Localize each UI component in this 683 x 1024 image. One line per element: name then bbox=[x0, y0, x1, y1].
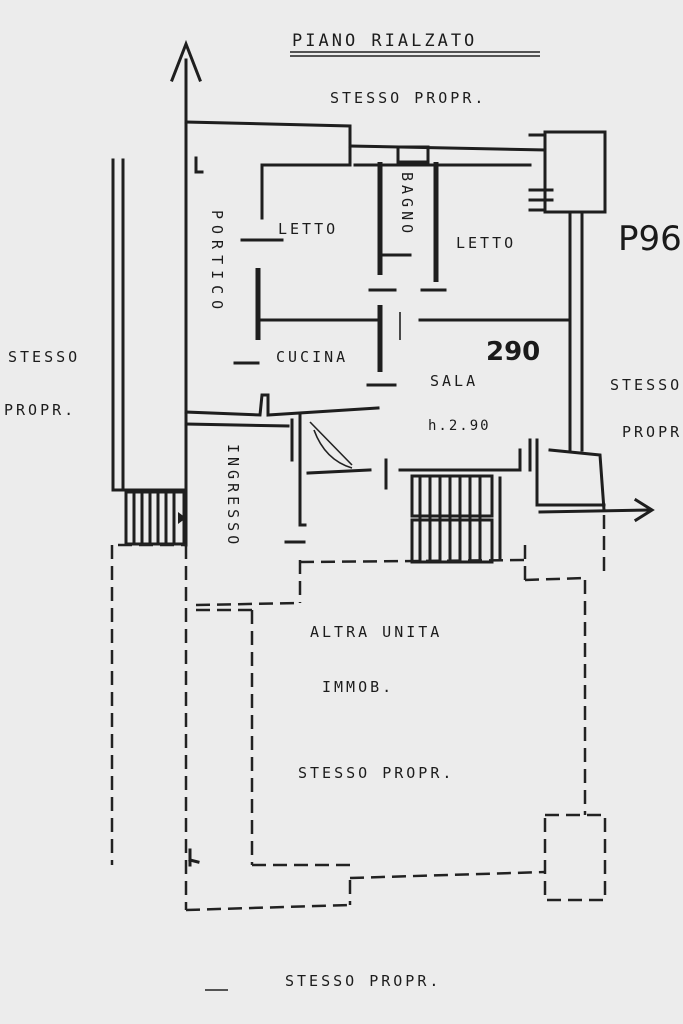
room-label-sala-height: h.2.90 bbox=[428, 418, 491, 434]
room-label-letto-1: LETTO bbox=[278, 220, 338, 238]
handwritten-height: 290 bbox=[486, 337, 540, 367]
staircase-left bbox=[124, 490, 186, 546]
apartment-walls bbox=[111, 120, 607, 547]
other-unit-label-1: ALTRA UNITA bbox=[310, 623, 442, 641]
other-unit-boundary bbox=[110, 515, 607, 912]
label-left-neighbour-2: PROPR. bbox=[4, 401, 76, 419]
room-label-bagno: BAGNO bbox=[398, 172, 416, 237]
plan-title: PIANO RIALZATO bbox=[292, 31, 477, 51]
label-top-neighbour: STESSO PROPR. bbox=[330, 89, 486, 107]
room-label-ingresso: INGRESSO bbox=[224, 444, 242, 548]
room-label-cucina: CUCINA bbox=[276, 348, 348, 366]
room-label-sala: SALA bbox=[430, 372, 478, 390]
other-unit-label-3: STESSO PROPR. bbox=[298, 764, 454, 782]
room-label-letto-2: LETTO bbox=[456, 234, 516, 252]
handwritten-mark: P96 bbox=[618, 219, 682, 259]
label-bottom-neighbour: STESSO PROPR. bbox=[285, 972, 441, 990]
label-left-neighbour-1: STESSO bbox=[8, 348, 80, 366]
arrow-right-icon bbox=[538, 497, 655, 523]
room-label-portico: PORTICO bbox=[208, 210, 226, 315]
arrow-up-icon bbox=[170, 39, 202, 422]
label-right-neighbour-2: PROPR. bbox=[622, 423, 683, 441]
staircase-right bbox=[410, 474, 502, 564]
other-unit-label-2: IMMOB. bbox=[322, 678, 394, 696]
label-right-neighbour-1: STESSO bbox=[610, 376, 682, 394]
